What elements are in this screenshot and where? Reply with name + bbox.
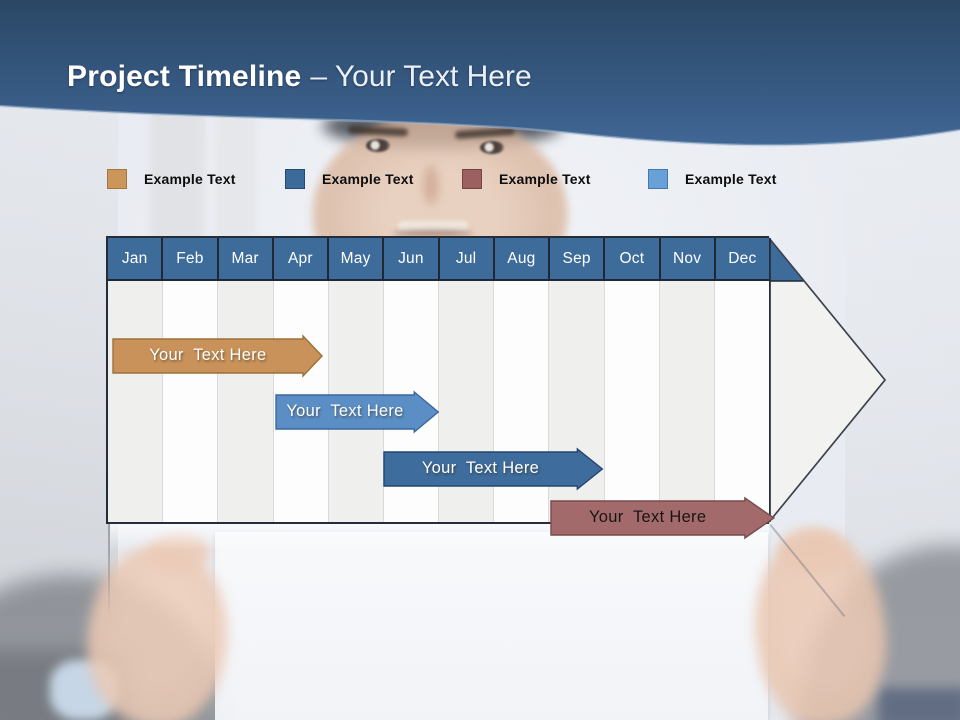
legend-item: Example Text	[285, 169, 414, 189]
photo-whiteboard	[215, 532, 768, 720]
grid-column	[658, 281, 714, 522]
photo-nose-shadow	[424, 165, 438, 205]
photo-office-panel	[150, 108, 205, 242]
legend-item: Example Text	[648, 169, 777, 189]
band-edge-highlight	[0, 104, 960, 147]
month-cell-feb: Feb	[161, 238, 216, 279]
legend-swatch-light-blue	[648, 169, 668, 189]
legend-swatch-tan	[107, 169, 127, 189]
month-cell-apr: Apr	[271, 238, 327, 279]
timeline-arrowhead	[768, 237, 887, 523]
month-cell-may: May	[327, 238, 382, 279]
month-cell-dec: Dec	[713, 238, 769, 279]
bar-arrow-shape	[112, 334, 323, 378]
bar-label: Your Text Here	[421, 459, 540, 477]
legend-label: Example Text	[685, 171, 777, 187]
photo-smile-teeth	[398, 221, 468, 232]
title-subtitle-text: – Your Text Here	[310, 60, 532, 93]
grid-column	[713, 281, 770, 522]
month-cell-jul: Jul	[437, 238, 493, 279]
month-cell-nov: Nov	[658, 238, 714, 279]
legend-swatch-dark-blue	[285, 169, 305, 189]
photo-left-eye	[366, 139, 390, 152]
timeline-bar-3: Your Text Here	[383, 447, 604, 491]
grid-column	[217, 281, 273, 522]
month-cell-jun: Jun	[382, 238, 437, 279]
grid-column	[108, 281, 163, 522]
month-cell-oct: Oct	[603, 238, 658, 279]
legend-swatch-maroon	[462, 169, 482, 189]
legend-item: Example Text	[107, 169, 236, 189]
bar-arrow-shape	[275, 390, 440, 434]
timeline-bar-1: Your Text Here	[112, 334, 324, 378]
month-cell-jan: Jan	[121, 250, 148, 267]
legend-label: Example Text	[322, 171, 414, 187]
month-cell-aug: Aug	[492, 238, 548, 279]
timeline-bar-2: Your Text Here	[275, 390, 440, 434]
grid-column	[162, 281, 218, 522]
grid-column	[603, 281, 659, 522]
bar-label: Your Text Here	[286, 402, 404, 420]
page-title: Project Timeline– Your Text Here	[67, 60, 532, 94]
photo-right-fingers	[778, 528, 848, 574]
photo-office-panel	[215, 108, 257, 242]
legend-label: Example Text	[499, 171, 591, 187]
month-header-row: Jan Feb Mar Apr May Jun Jul Aug Sep Oct …	[108, 238, 769, 281]
photo-right-eye	[480, 141, 504, 154]
legend-item: Example Text	[462, 169, 591, 189]
legend-label: Example Text	[144, 171, 236, 187]
timeline-bar-4: Your Text Here	[550, 496, 776, 540]
title-bold-text: Project Timeline	[67, 60, 302, 93]
month-cell-mar: Mar	[216, 238, 272, 279]
timeline-table: Jan Feb Mar Apr May Jun Jul Aug Sep Oct …	[106, 236, 775, 540]
photo-right-suit	[878, 688, 960, 720]
bar-label: Your Text Here	[149, 346, 267, 364]
bar-arrow-shape	[550, 496, 775, 540]
header-band	[0, 0, 960, 147]
photo-smile-line	[393, 230, 473, 236]
bar-label: Your Text Here	[589, 508, 707, 526]
month-cell-sep: Sep	[548, 238, 603, 279]
bar-arrow-shape	[383, 447, 604, 491]
table-edge-reflection	[108, 522, 110, 618]
